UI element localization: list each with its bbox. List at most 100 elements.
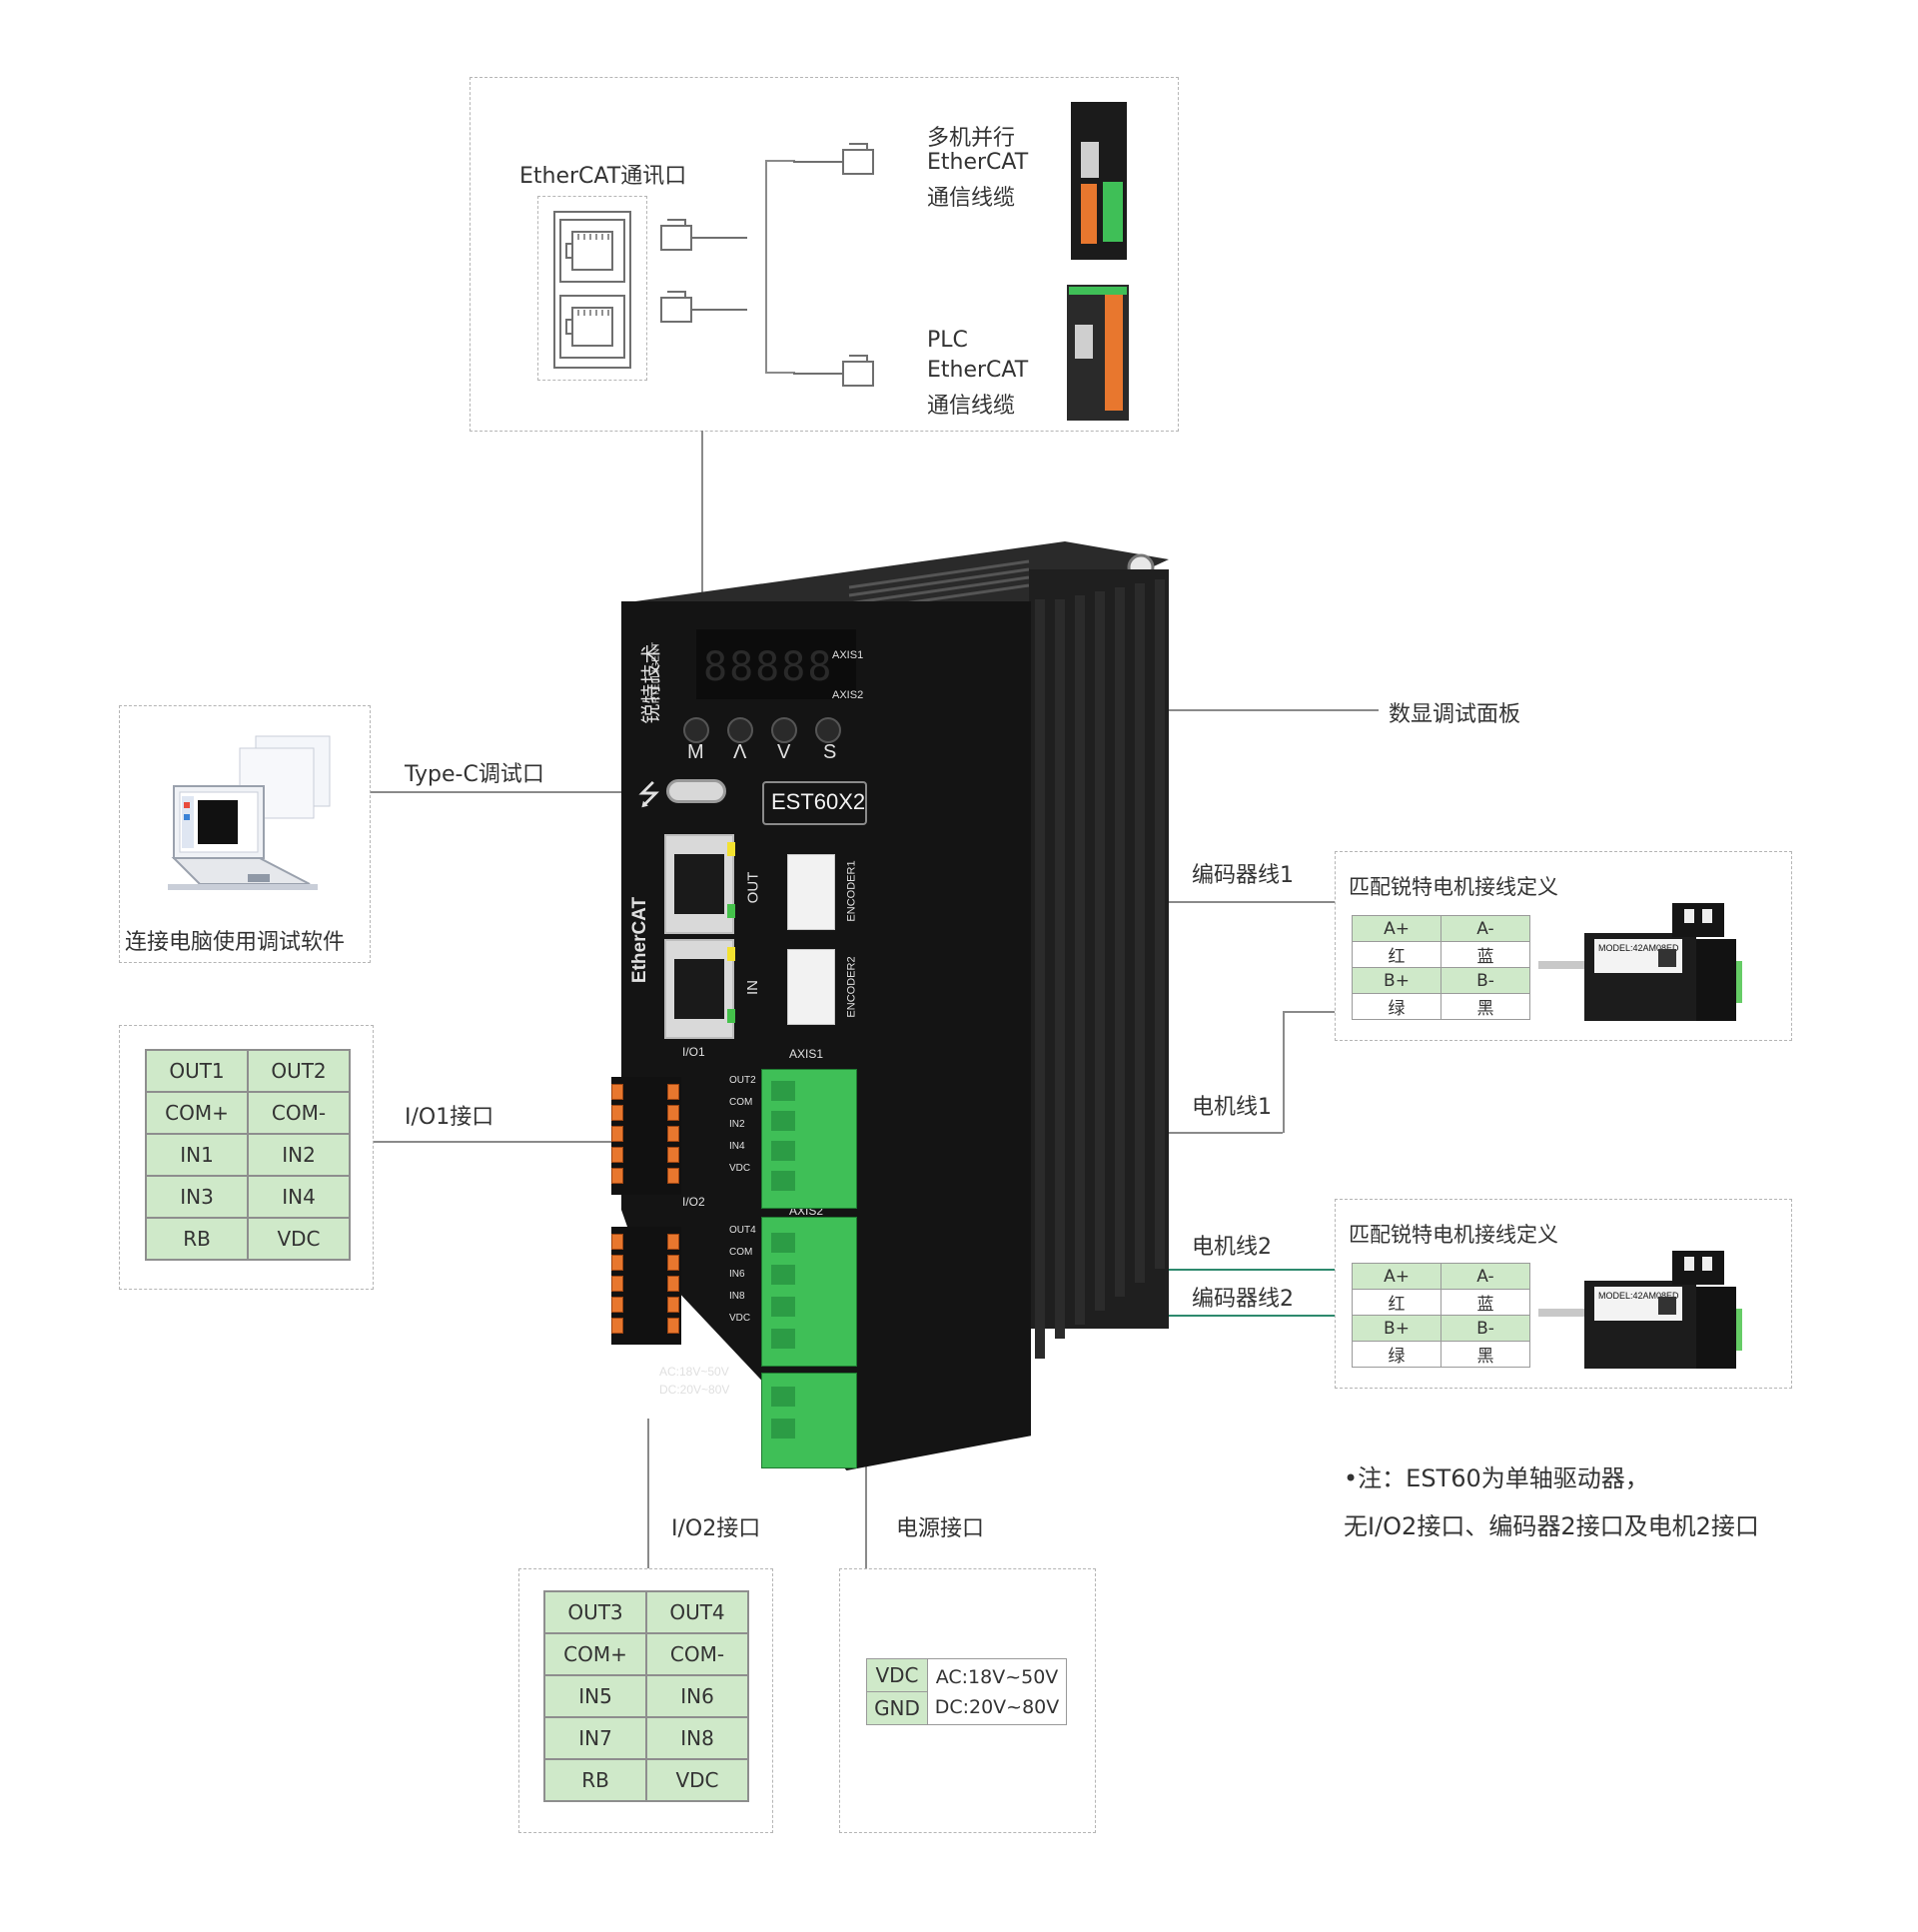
leader-line [371, 791, 666, 793]
note-line-1: •注：EST60为单轴驱动器， [1344, 1464, 1649, 1492]
motor-model-text: MODEL:42AM08ED [1598, 943, 1679, 953]
drive-thumbnail [1071, 102, 1127, 260]
wire-cell: 黑 [1440, 1341, 1530, 1368]
multi-machine-cable-label-3: 通信线缆 [927, 186, 1016, 211]
wire-cell: 绿 [1352, 993, 1441, 1020]
io2-pin-0: OUT4 [729, 1225, 756, 1236]
wire-cell: 蓝 [1440, 1289, 1530, 1316]
ethernet-plug-icon [793, 143, 874, 175]
power-label: 电源接口 [896, 1516, 985, 1541]
io2-label: I/O2接口 [671, 1516, 761, 1541]
segment-display [696, 629, 856, 699]
ethercat-panel [470, 77, 1179, 432]
m-button-label: M [687, 741, 704, 763]
m-button[interactable] [683, 717, 709, 743]
axis2-indicator: AXIS2 [832, 689, 864, 701]
bracket-line [765, 372, 795, 374]
wire-row: 红蓝 [1352, 1289, 1530, 1316]
encoder1-connector[interactable] [787, 854, 835, 930]
pin-cell: IN5 [543, 1674, 647, 1718]
note-line-2: 无I/O2接口、编码器2接口及电机2接口 [1344, 1512, 1759, 1540]
ethercat-port-label: EtherCAT通讯口 [519, 164, 687, 189]
typec-port[interactable] [666, 779, 726, 803]
brand-sub-text: RTELLIGENT [650, 641, 662, 704]
pin-cell: COM+ [543, 1632, 647, 1676]
wire-cell: B- [1440, 1315, 1530, 1342]
ethercat-port-frame [537, 196, 647, 381]
power-vdc-cell: VDC [866, 1658, 928, 1692]
plc-cable-label-3: 通信线缆 [927, 394, 1016, 419]
io2-pin-4: VDC [729, 1313, 751, 1324]
wire-row: B+B- [1352, 1315, 1530, 1342]
motor-def-panel-1 [1335, 851, 1792, 1041]
plc-thumbnail [1067, 285, 1129, 421]
wire-cell: 红 [1352, 941, 1441, 968]
pin-cell: COM- [247, 1091, 351, 1135]
s-button-label: S [823, 741, 837, 763]
in-port-label: IN [744, 980, 761, 995]
io1-panel [119, 1025, 374, 1290]
io1-pin-4: VDC [729, 1163, 751, 1174]
power-print-ac: AC:18V~50V [659, 1365, 729, 1379]
down-button[interactable] [771, 717, 797, 743]
leader-line [865, 1419, 867, 1568]
pin-cell: OUT4 [645, 1590, 749, 1634]
pin-cell: IN2 [247, 1133, 351, 1177]
motor1-label: 电机线1 [1192, 1095, 1272, 1120]
motor-def-title-2: 匹配锐特电机接线定义 [1349, 1223, 1558, 1247]
up-button[interactable] [727, 717, 753, 743]
rj45-jack-icons [553, 211, 631, 369]
wire-cell: A- [1440, 1263, 1530, 1290]
axis1-tag: AXIS1 [789, 1047, 824, 1061]
pin-cell: IN4 [247, 1175, 351, 1219]
leader-line [1283, 1011, 1285, 1133]
plc-cable-label-1: PLC [927, 328, 968, 353]
encoder2-connector[interactable] [787, 949, 835, 1025]
power-range-cell: AC:18V~50V DC:20V~80V [927, 1658, 1067, 1725]
wire-cell: B+ [1352, 1315, 1441, 1342]
wire-cell: A+ [1352, 1263, 1441, 1290]
pc-caption: 连接电脑使用调试软件 [125, 930, 346, 955]
wire-cell: B- [1440, 967, 1530, 994]
pin-cell: RB [145, 1217, 249, 1261]
usb-icon: ⭍ [637, 779, 661, 810]
motor-def-title-1: 匹配锐特电机接线定义 [1349, 875, 1558, 899]
pin-row: COM+COM- [145, 1091, 351, 1135]
io1-label: I/O1接口 [405, 1105, 494, 1130]
bracket-line [765, 160, 795, 162]
io1-pin-2: IN2 [729, 1119, 745, 1130]
io2-panel [518, 1568, 773, 1833]
down-button-label: V [777, 741, 791, 763]
ethernet-plug-icon [660, 219, 747, 251]
pin-cell: IN1 [145, 1133, 249, 1177]
io2-tag: I/O2 [682, 1195, 705, 1209]
pin-cell: IN6 [645, 1674, 749, 1718]
s-button[interactable] [815, 717, 841, 743]
wire-cell: 绿 [1352, 1341, 1441, 1368]
display-panel-label: 数显调试面板 [1389, 702, 1521, 727]
io1-pin-3: IN4 [729, 1141, 745, 1152]
wire-row: A+A- [1352, 915, 1530, 942]
pin-cell: VDC [247, 1217, 351, 1261]
io1-tag: I/O1 [682, 1045, 705, 1059]
encoder1-label: 编码器线1 [1192, 863, 1294, 888]
pin-cell: OUT1 [145, 1049, 249, 1093]
leader-line [374, 1141, 613, 1143]
multi-machine-cable-label-1: 多机并行 [927, 126, 1016, 151]
io2-pin-2: IN6 [729, 1269, 745, 1280]
wire-row: 绿黑 [1352, 993, 1530, 1020]
wire-cell: A- [1440, 915, 1530, 942]
ethernet-plug-icon [793, 355, 874, 387]
pin-cell: IN8 [645, 1716, 749, 1760]
multi-machine-cable-label-2: EtherCAT [927, 150, 1029, 175]
axis1-indicator: AXIS1 [832, 649, 864, 661]
encoder2-label: 编码器线2 [1192, 1287, 1294, 1312]
io1-pin-1: COM [729, 1097, 753, 1108]
wire-row: A+A- [1352, 1263, 1530, 1290]
